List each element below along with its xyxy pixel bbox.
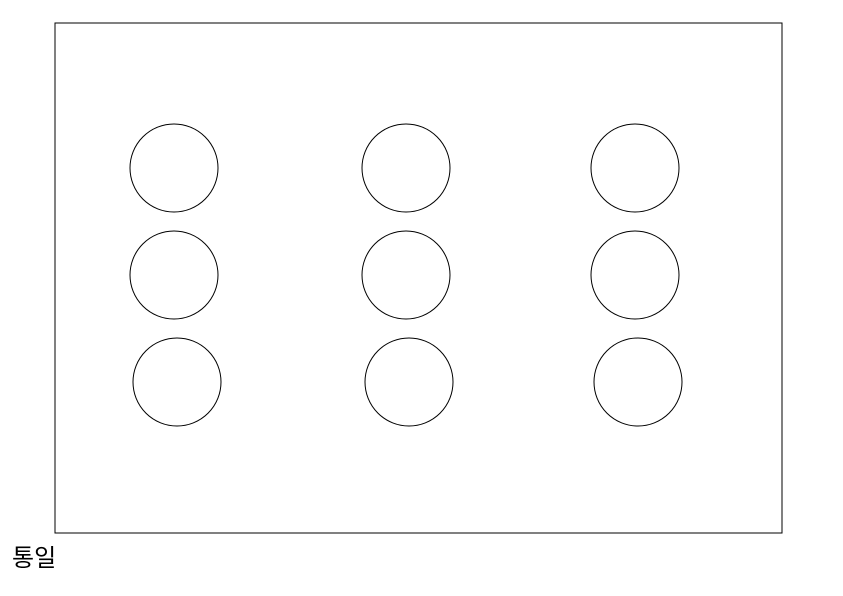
circle-r1-c3 (590, 123, 680, 213)
circle-r2-c2 (361, 230, 451, 320)
circle-r1-c2 (361, 123, 451, 213)
circle-r2-c1 (129, 230, 219, 320)
caption-label: 통일 (12, 544, 57, 572)
circle-r1-c1 (129, 123, 219, 213)
circle-r3-c1 (132, 337, 222, 427)
circle-r2-c3 (590, 230, 680, 320)
circle-r3-c2 (364, 337, 454, 427)
circle-grid (129, 123, 683, 427)
frame-rectangle (54, 22, 783, 534)
circle-r3-c3 (593, 337, 683, 427)
